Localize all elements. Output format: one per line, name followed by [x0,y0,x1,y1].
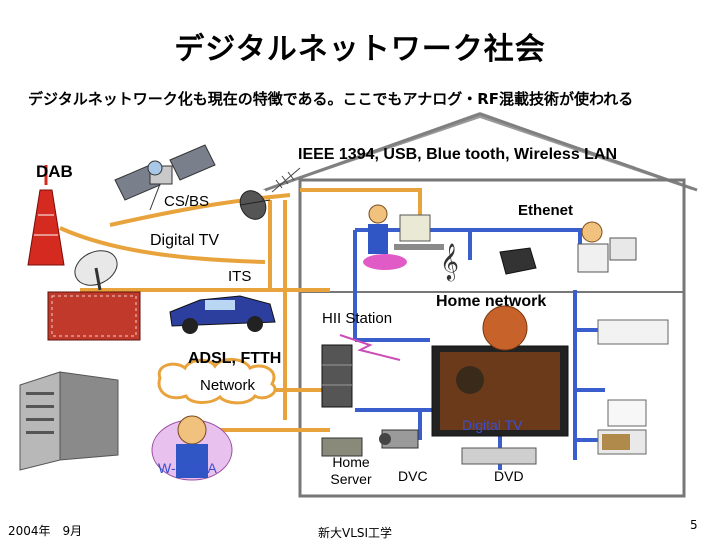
car-icon [169,295,276,334]
hub-icon [321,344,353,408]
music-note-icon: 𝄞 [440,242,459,281]
protocols-label: IEEE 1394, USB, Blue tooth, Wireless LAN [298,146,618,163]
page-number: 5 [690,518,698,532]
dvc-label: DVC [398,468,428,484]
building-icon [47,291,141,341]
tv-tower-icon [27,165,65,266]
w-cdma-label: W-CDMA [158,460,217,476]
dvd-player-icon [461,447,537,465]
hii-station-label: HII Station [322,310,393,327]
wireless-icon [339,334,401,361]
server-icon [321,437,363,457]
dab-label: DAB [36,162,73,181]
footer-org: 新大VLSI工学 [318,526,393,540]
footer-date: 2004年 9月 [8,524,83,538]
roof-antenna-icon [271,167,301,193]
person-phone-icon [151,415,233,481]
refrigerator-icon [607,399,647,427]
house-outline [262,112,698,498]
ground-dish-icon [74,250,118,291]
network-cloud [157,358,277,405]
office-building-icon [19,371,119,471]
digital-tv-label: Digital TV [150,232,220,249]
microwave-icon [597,429,647,455]
page-title: デジタルネットワーク社会 [174,32,546,67]
camcorder-icon [379,429,419,449]
page-subtitle: デジタルネットワーク化も現在の特徴である。ここでもアナログ・RF混載技術が使われ… [28,90,634,108]
home-network-label: Home network [436,293,547,310]
csbs-label: CS/BS [164,193,210,210]
teacher-icon [577,221,637,273]
telephone-icon [499,247,537,275]
ethenet-label: Ethenet [518,202,574,219]
cable-lines [59,188,422,432]
network-label: Network [200,377,256,394]
adsl-ftth-label: ADSL, FTTH [188,350,282,367]
home-server-label: Home Server [330,454,372,487]
television-icon [431,305,569,437]
digital-tv-screen-label: Digital TV [462,417,523,433]
office-worker-icon [363,204,444,270]
air-conditioner-icon [597,319,669,345]
dish-antenna-icon [239,190,271,220]
satellite-icon [114,144,216,211]
its-label: ITS [228,268,252,285]
dvd-label: DVD [494,468,524,484]
